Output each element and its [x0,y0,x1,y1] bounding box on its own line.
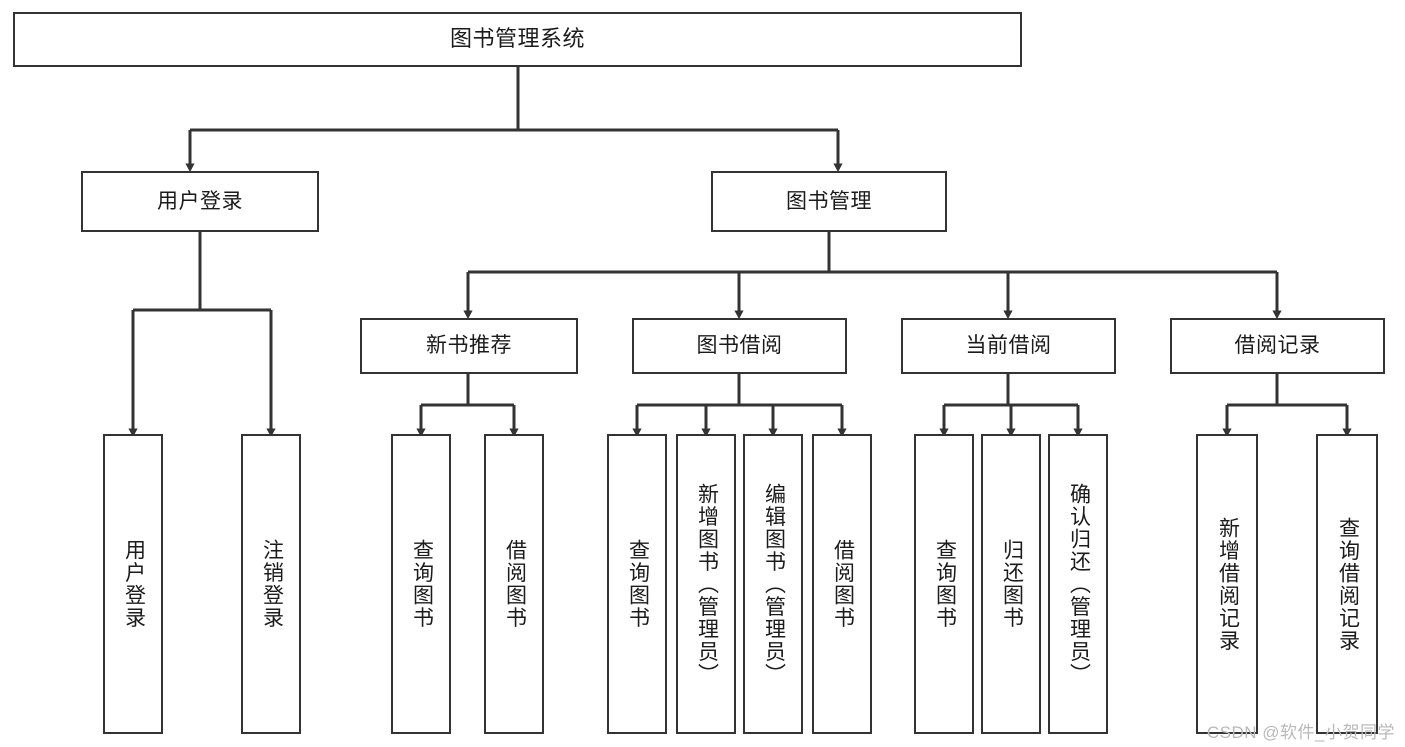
node-leaf-confirm-return-admin[interactable]: 确认归还（管理员） [1048,434,1108,734]
node-borrow-record-label: 借阅记录 [1234,334,1321,358]
node-borrow-record[interactable]: 借阅记录 [1170,318,1385,374]
node-leaf-return-book-label: 归还图书 [1000,539,1024,629]
node-leaf-query-book-1-label: 查询图书 [410,539,434,629]
node-leaf-borrow-book-2[interactable]: 借阅图书 [812,434,872,734]
node-root[interactable]: 图书管理系统 [13,12,1022,67]
node-leaf-confirm-return-admin-label: 确认归还（管理员） [1067,482,1091,686]
node-leaf-add-borrow-record-label: 新增借阅记录 [1216,516,1240,652]
node-leaf-query-book-2-label: 查询图书 [626,539,650,629]
node-user-login[interactable]: 用户登录 [81,171,319,232]
node-leaf-add-book-admin-label: 新增图书（管理员） [695,482,719,686]
node-book-borrow[interactable]: 图书借阅 [632,318,847,374]
node-leaf-query-book-3-label: 查询图书 [933,539,957,629]
node-leaf-edit-book-admin[interactable]: 编辑图书（管理员） [743,434,803,734]
watermark-text: CSDN @软件_小贺同学 [1206,723,1395,742]
node-book-management[interactable]: 图书管理 [711,171,947,232]
node-leaf-query-book-3[interactable]: 查询图书 [914,434,974,734]
node-leaf-borrow-book-1[interactable]: 借阅图书 [484,434,544,734]
node-leaf-query-borrow-record[interactable]: 查询借阅记录 [1316,434,1378,734]
node-leaf-edit-book-admin-label: 编辑图书（管理员） [762,482,786,686]
node-leaf-borrow-book-1-label: 借阅图书 [503,539,527,629]
node-leaf-query-book-1[interactable]: 查询图书 [391,434,451,734]
node-root-label: 图书管理系统 [449,26,585,52]
node-user-login-label: 用户登录 [157,189,243,213]
node-leaf-query-borrow-record-label: 查询借阅记录 [1336,516,1360,652]
node-current-borrow[interactable]: 当前借阅 [901,318,1116,374]
node-leaf-user-login[interactable]: 用户登录 [103,434,163,734]
node-leaf-borrow-book-2-label: 借阅图书 [831,539,855,629]
node-new-book-recommend-label: 新书推荐 [426,334,512,358]
node-leaf-add-borrow-record[interactable]: 新增借阅记录 [1196,434,1258,734]
node-leaf-add-book-admin[interactable]: 新增图书（管理员） [676,434,736,734]
node-leaf-logout-login-label: 注销登录 [260,539,284,629]
node-new-book-recommend[interactable]: 新书推荐 [360,318,578,374]
node-leaf-query-book-2[interactable]: 查询图书 [607,434,667,734]
node-book-management-label: 图书管理 [786,189,872,213]
node-leaf-return-book[interactable]: 归还图书 [981,434,1041,734]
node-leaf-user-login-label: 用户登录 [122,539,146,629]
node-book-borrow-label: 图书借阅 [696,334,783,358]
node-leaf-logout-login[interactable]: 注销登录 [241,434,301,734]
node-current-borrow-label: 当前借阅 [965,334,1052,358]
